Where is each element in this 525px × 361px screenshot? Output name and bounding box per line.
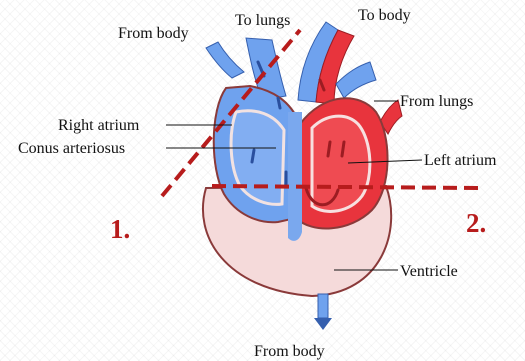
label-from-lungs: From lungs: [400, 93, 473, 110]
label-from-body-bottom: From body: [254, 343, 325, 360]
vein-from-body-bottom: [318, 294, 328, 318]
label-to-body: To body: [358, 7, 411, 24]
cut-marker-1: 1.: [110, 214, 130, 244]
conus-arteriosus: [288, 112, 302, 241]
artery-branch-right: [336, 62, 376, 98]
vein-from-body-top: [206, 42, 244, 78]
cut-marker-2: 2.: [466, 208, 486, 238]
label-conus-arteriosus: Conus arteriosus: [18, 140, 125, 157]
left-atrium-inner: [312, 116, 370, 211]
label-from-body-top: From body: [118, 25, 189, 42]
label-right-atrium: Right atrium: [58, 117, 140, 134]
label-to-lungs: To lungs: [235, 12, 290, 29]
label-ventricle: Ventricle: [400, 263, 458, 280]
label-left-atrium: Left atrium: [424, 152, 497, 169]
bottom-arrow-icon: [314, 318, 332, 330]
